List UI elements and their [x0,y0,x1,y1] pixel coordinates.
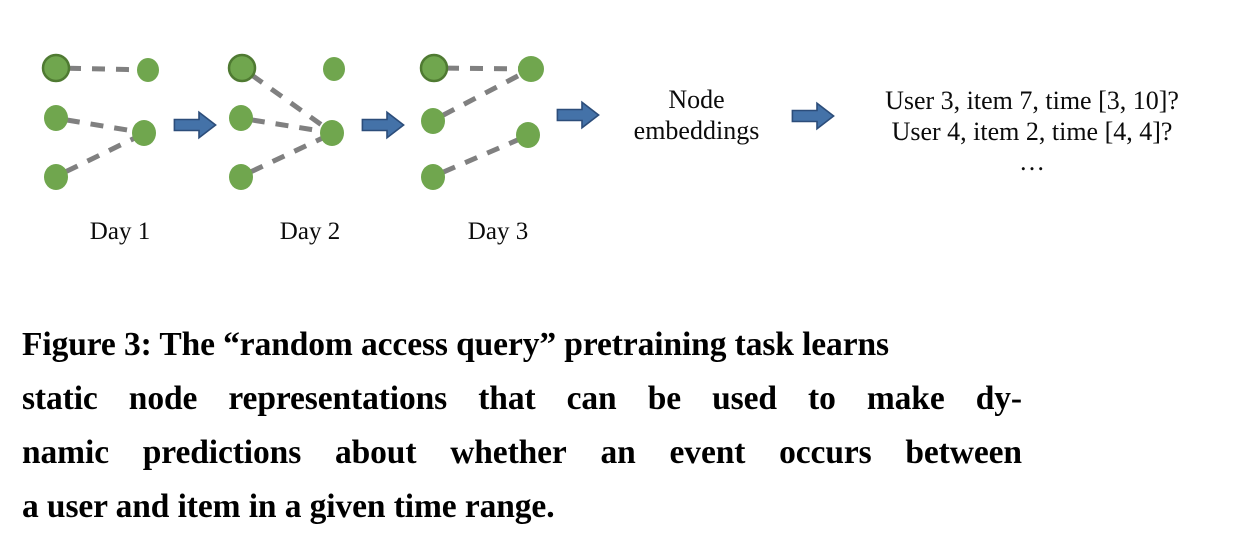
graph-edge [442,137,519,175]
label-day-3: Day 3 [467,218,529,245]
label-day-1: Day 1 [89,218,151,245]
graph-node [44,164,68,190]
arrow-day2-to-day3 [361,110,405,140]
graph-edge [445,65,520,72]
caption-line-2-word-4: that [478,380,536,417]
caption-line-3-word-1: namic [22,434,109,471]
graph-node-highlighted [41,53,71,83]
embeddings-line-2: embeddings [633,115,760,145]
graph-node [323,57,345,81]
graph-node-highlighted [419,53,449,83]
caption-line-1: Figure 3: The “random access query” pret… [22,326,889,363]
graph-node [518,56,544,82]
graph-node [421,108,445,134]
graph-node [137,58,159,82]
query-line-1: User 3, item 7, time [3, 10]? [885,86,1179,115]
temporal-graph-layer [41,53,544,190]
graph-node [229,164,253,190]
caption-line-2-word-1: static [22,380,98,417]
graph-edge [64,136,136,174]
graph-edge [249,135,324,175]
arrow-icon [173,110,217,140]
label-day-2: Day 2 [279,218,341,245]
caption-line-3-word-2: predictions [142,434,302,471]
arrow-icon [361,110,405,140]
graph-edge [441,72,522,118]
caption-line-2-word-8: to [808,380,836,417]
graph-edge [251,117,322,134]
graph-node-highlighted [227,53,257,83]
graph-day-1 [41,53,159,190]
graph-node [516,122,540,148]
graph-node [320,120,344,146]
caption-line-4: a user and item in a given time range. [22,488,555,525]
caption-line-2-word-7: used [712,380,777,417]
caption-line-3-word-3: about [334,434,417,471]
arrow-icon [791,101,835,131]
query-line-3: … [1019,147,1045,177]
graph-day-3 [419,53,544,190]
graph-node [229,105,253,131]
arrow-embeddings-to-queries [791,101,835,131]
graph-node [44,105,68,131]
caption-line-3-word-5: an [600,434,636,471]
graph-node [132,120,156,146]
graph-edge [67,65,139,73]
graph-edge [250,72,325,129]
caption-line-2-word-5: can [566,380,617,417]
caption-line-2-word-2: node [128,380,198,417]
query-line-2: User 4, item 2, time [4, 4]? [891,116,1173,146]
caption-line-2-word-10: dy- [975,380,1022,417]
caption-line-2-word-9: make [866,380,945,417]
caption-line-2-word-6: be [647,380,682,417]
embeddings-line-1: Node [668,85,725,114]
arrow-day3-to-embeddings [556,100,600,130]
arrow-icon [556,100,600,130]
caption-line-2-word-3: representations [228,380,448,417]
caption-line-3-word-4: whether [450,434,567,471]
graph-day-2 [227,53,345,190]
graph-edge [66,117,134,134]
caption-line-3-word-6: event [669,434,746,471]
caption-line-3-word-7: occurs [779,434,872,471]
query-list: User 3, item 7, time [3, 10]?User 4, ite… [862,86,1202,178]
graph-node [421,164,445,190]
caption-line-3-word-8: between [905,434,1022,471]
figure-caption: Figure 3: The “random access query” pret… [22,318,1022,534]
arrow-day1-to-day2 [173,110,217,140]
